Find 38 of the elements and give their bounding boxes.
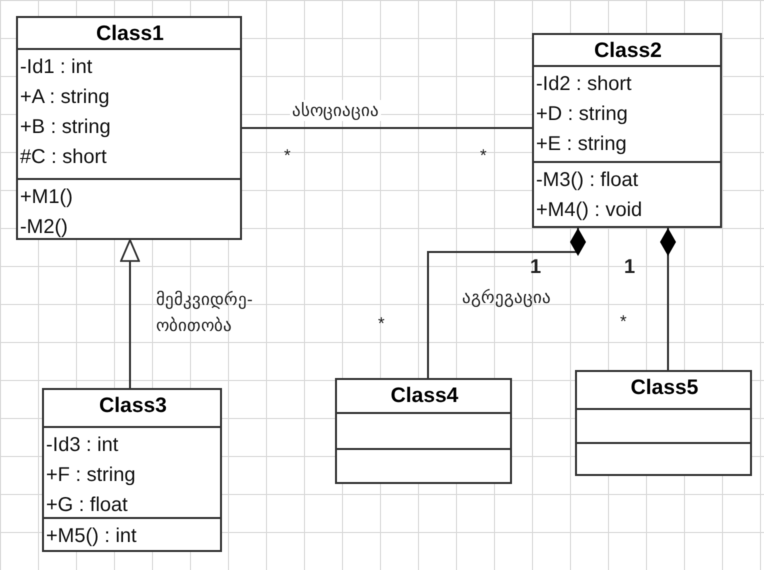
attribute-text: -Id2 : short — [536, 72, 633, 97]
composition-connector — [660, 228, 676, 370]
attribute-text: -Id1 : int — [20, 55, 94, 80]
class-name: Class3 — [98, 393, 168, 419]
multiplicity-label: * — [480, 146, 487, 166]
inheritance-label: მემკვიდრე- ობითობა — [156, 289, 254, 337]
composition-connector — [427, 228, 586, 378]
class-box — [575, 370, 752, 476]
attribute-text: #C : short — [20, 145, 108, 170]
class-box — [16, 16, 242, 240]
attribute-text: +F : string — [46, 463, 136, 488]
multiplicity-label: 1 — [530, 256, 542, 279]
attribute-text: +E : string — [536, 132, 628, 157]
method-text: -M2() — [20, 215, 69, 240]
class-name: Class4 — [390, 383, 460, 409]
multiplicity-label: * — [284, 146, 291, 166]
method-text: +M1() — [20, 185, 74, 210]
class-name: Class5 — [630, 375, 700, 401]
attribute-text: +A : string — [20, 85, 110, 110]
class-name: Class1 — [95, 21, 165, 47]
class-box — [42, 388, 222, 552]
multiplicity-label: * — [620, 312, 627, 332]
class-box — [532, 33, 722, 228]
multiplicity-label: * — [378, 314, 385, 334]
association-line — [242, 127, 532, 129]
attribute-text: -Id3 : int — [46, 433, 120, 458]
class-name: Class2 — [593, 38, 663, 64]
attribute-text: +B : string — [20, 115, 112, 140]
multiplicity-label: 1 — [624, 256, 636, 279]
class-box — [335, 378, 512, 484]
attribute-text: +G : float — [46, 493, 129, 518]
attribute-text: +D : string — [536, 102, 629, 127]
method-text: +M4() : void — [536, 198, 644, 223]
inheritance-arrow — [120, 239, 140, 388]
aggregation-label: აგრეგაცია — [462, 287, 551, 308]
edge-label: ასოციაცია — [290, 100, 381, 121]
method-text: +M5() : int — [46, 524, 138, 549]
method-text: -M3() : float — [536, 168, 640, 193]
